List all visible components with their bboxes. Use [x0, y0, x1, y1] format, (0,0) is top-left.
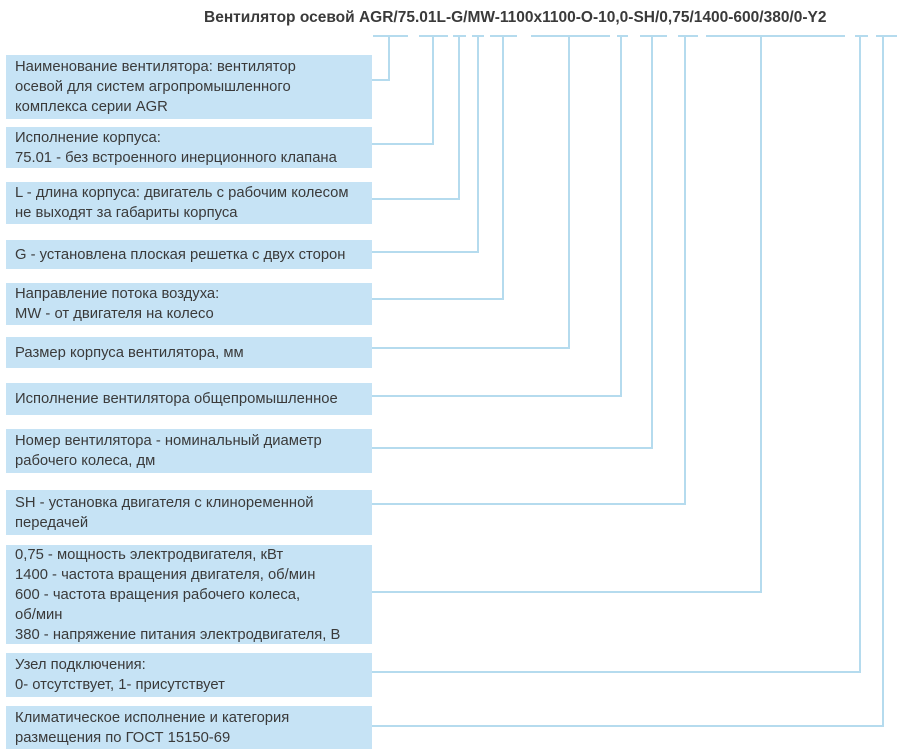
underline-segment-mw	[490, 35, 517, 37]
legend-box-motor-mount: SH - установка двигателя с клиноременной…	[6, 490, 372, 535]
legend-box-housing-version: Исполнение корпуса: 75.01 - без встроенн…	[6, 127, 372, 168]
connector-line-size	[372, 37, 570, 349]
underline-segment-agr	[373, 35, 408, 37]
underline-segment-o	[617, 35, 628, 37]
underline-segment-10-0	[640, 35, 667, 37]
connector-line-y2	[372, 37, 884, 727]
underline-segment-motor-specs	[706, 35, 845, 37]
connector-line-75-01	[372, 37, 434, 145]
underline-segment-0	[855, 35, 868, 37]
legend-box-connection-unit: Узел подключения: 0- отсутствует, 1- при…	[6, 653, 372, 697]
page-title: Вентилятор осевой AGR/75.01L-G/MW-1100x1…	[204, 9, 827, 26]
connector-line-g	[372, 37, 479, 253]
connector-line-o	[372, 37, 622, 397]
underline-segment-l	[453, 35, 466, 37]
underline-segment-g	[472, 35, 484, 37]
connector-line-10-0	[372, 37, 653, 449]
connector-line-0	[372, 37, 861, 673]
underline-segment-y2	[876, 35, 897, 37]
connector-line-sh	[372, 37, 686, 505]
connector-line-l	[372, 37, 460, 200]
connector-line-motor-specs	[372, 37, 762, 593]
underline-segment-size	[531, 35, 610, 37]
legend-box-motor-specs: 0,75 - мощность электродвигателя, кВт 14…	[6, 545, 372, 644]
legend-box-airflow-direction: Направление потока воздуха: MW - от двиг…	[6, 283, 372, 325]
underline-segment-75-01	[419, 35, 448, 37]
legend-box-fan-number: Номер вентилятора - номинальный диаметр …	[6, 429, 372, 473]
legend-box-industrial-version: Исполнение вентилятора общепромышленное	[6, 383, 372, 415]
connector-line-mw	[372, 37, 504, 300]
underline-segment-sh	[678, 35, 698, 37]
legend-box-housing-size: Размер корпуса вентилятора, мм	[6, 337, 372, 368]
legend-box-housing-length: L - длина корпуса: двигатель с рабочим к…	[6, 182, 372, 224]
connector-line-agr	[372, 37, 390, 81]
legend-box-grille: G - установлена плоская решетка с двух с…	[6, 240, 372, 269]
legend-box-climatic-version: Климатическое исполнение и категория раз…	[6, 706, 372, 749]
legend-box-fan-name: Наименование вентилятора: вентилятор осе…	[6, 55, 372, 119]
